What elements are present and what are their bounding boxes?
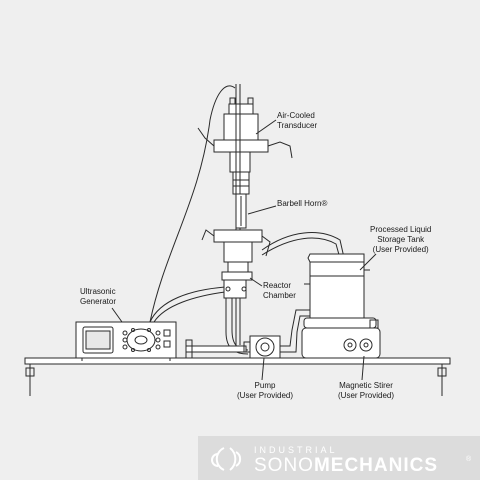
ultrasonic-generator — [75, 321, 177, 361]
tank-label-line1: Processed Liquid — [370, 225, 432, 234]
tank-label-line3: (User Provided) — [372, 245, 429, 254]
reactor-chamber — [201, 229, 271, 299]
logo-line2-b: MECHANICS — [313, 455, 439, 476]
generator-cable — [149, 85, 236, 323]
table — [24, 357, 451, 396]
stirer-label-line1: Magnetic Stirer — [339, 381, 393, 390]
transducer-label-line1: Air-Cooled — [277, 111, 315, 120]
logo-line2-a: SONO — [254, 455, 314, 476]
generator-cable-3 — [153, 291, 226, 323]
transducer — [197, 97, 293, 195]
pump-label-line1: Pump — [254, 381, 276, 390]
logo-line1: INDUSTRIAL — [254, 445, 338, 455]
leader-tank — [359, 253, 377, 271]
leader-stirer — [361, 355, 365, 381]
transducer-label: Air-Cooled Transducer — [277, 111, 317, 131]
generator-label: Ultrasonic Generator — [80, 287, 116, 307]
stirer-label: Magnetic Stirer (User Provided) — [338, 381, 394, 401]
tank-label-line2: Storage Tank — [377, 235, 425, 244]
generator-label-line2: Generator — [80, 297, 117, 306]
generator-cable-2 — [149, 286, 226, 323]
horn-label: Barbell Horn® — [277, 199, 328, 208]
pump-label: Pump (User Provided) — [237, 381, 293, 401]
outlet-hose — [261, 232, 346, 263]
leader-horn — [247, 205, 277, 215]
leader-generator — [111, 307, 123, 323]
brand-logo: INDUSTRIAL SONOMECHANICS ® — [198, 436, 480, 480]
logo-registered-mark: ® — [466, 456, 472, 463]
leader-pump — [261, 357, 265, 381]
transducer-label-line2: Transducer — [277, 121, 318, 130]
logo-line2: SONOMECHANICS — [254, 455, 438, 477]
reactor-label-line1: Reactor — [263, 281, 292, 290]
magnetic-stirer — [301, 317, 381, 359]
tank-to-pump-hose — [278, 309, 312, 347]
pump — [185, 335, 281, 359]
leader-transducer — [255, 119, 277, 135]
reactor-label-line2: Chamber — [263, 291, 296, 300]
generator-label-line1: Ultrasonic — [80, 287, 116, 296]
sound-wave-logo-icon — [211, 447, 242, 471]
tank-label: Processed Liquid Storage Tank (User Prov… — [370, 225, 431, 255]
storage-tank — [304, 253, 370, 319]
reactor-label: Reactor Chamber — [263, 281, 296, 301]
stirer-label-line2: (User Provided) — [338, 391, 395, 400]
leader-reactor — [249, 277, 263, 287]
pump-label-line2: (User Provided) — [237, 391, 294, 400]
barbell-horn — [235, 193, 247, 229]
